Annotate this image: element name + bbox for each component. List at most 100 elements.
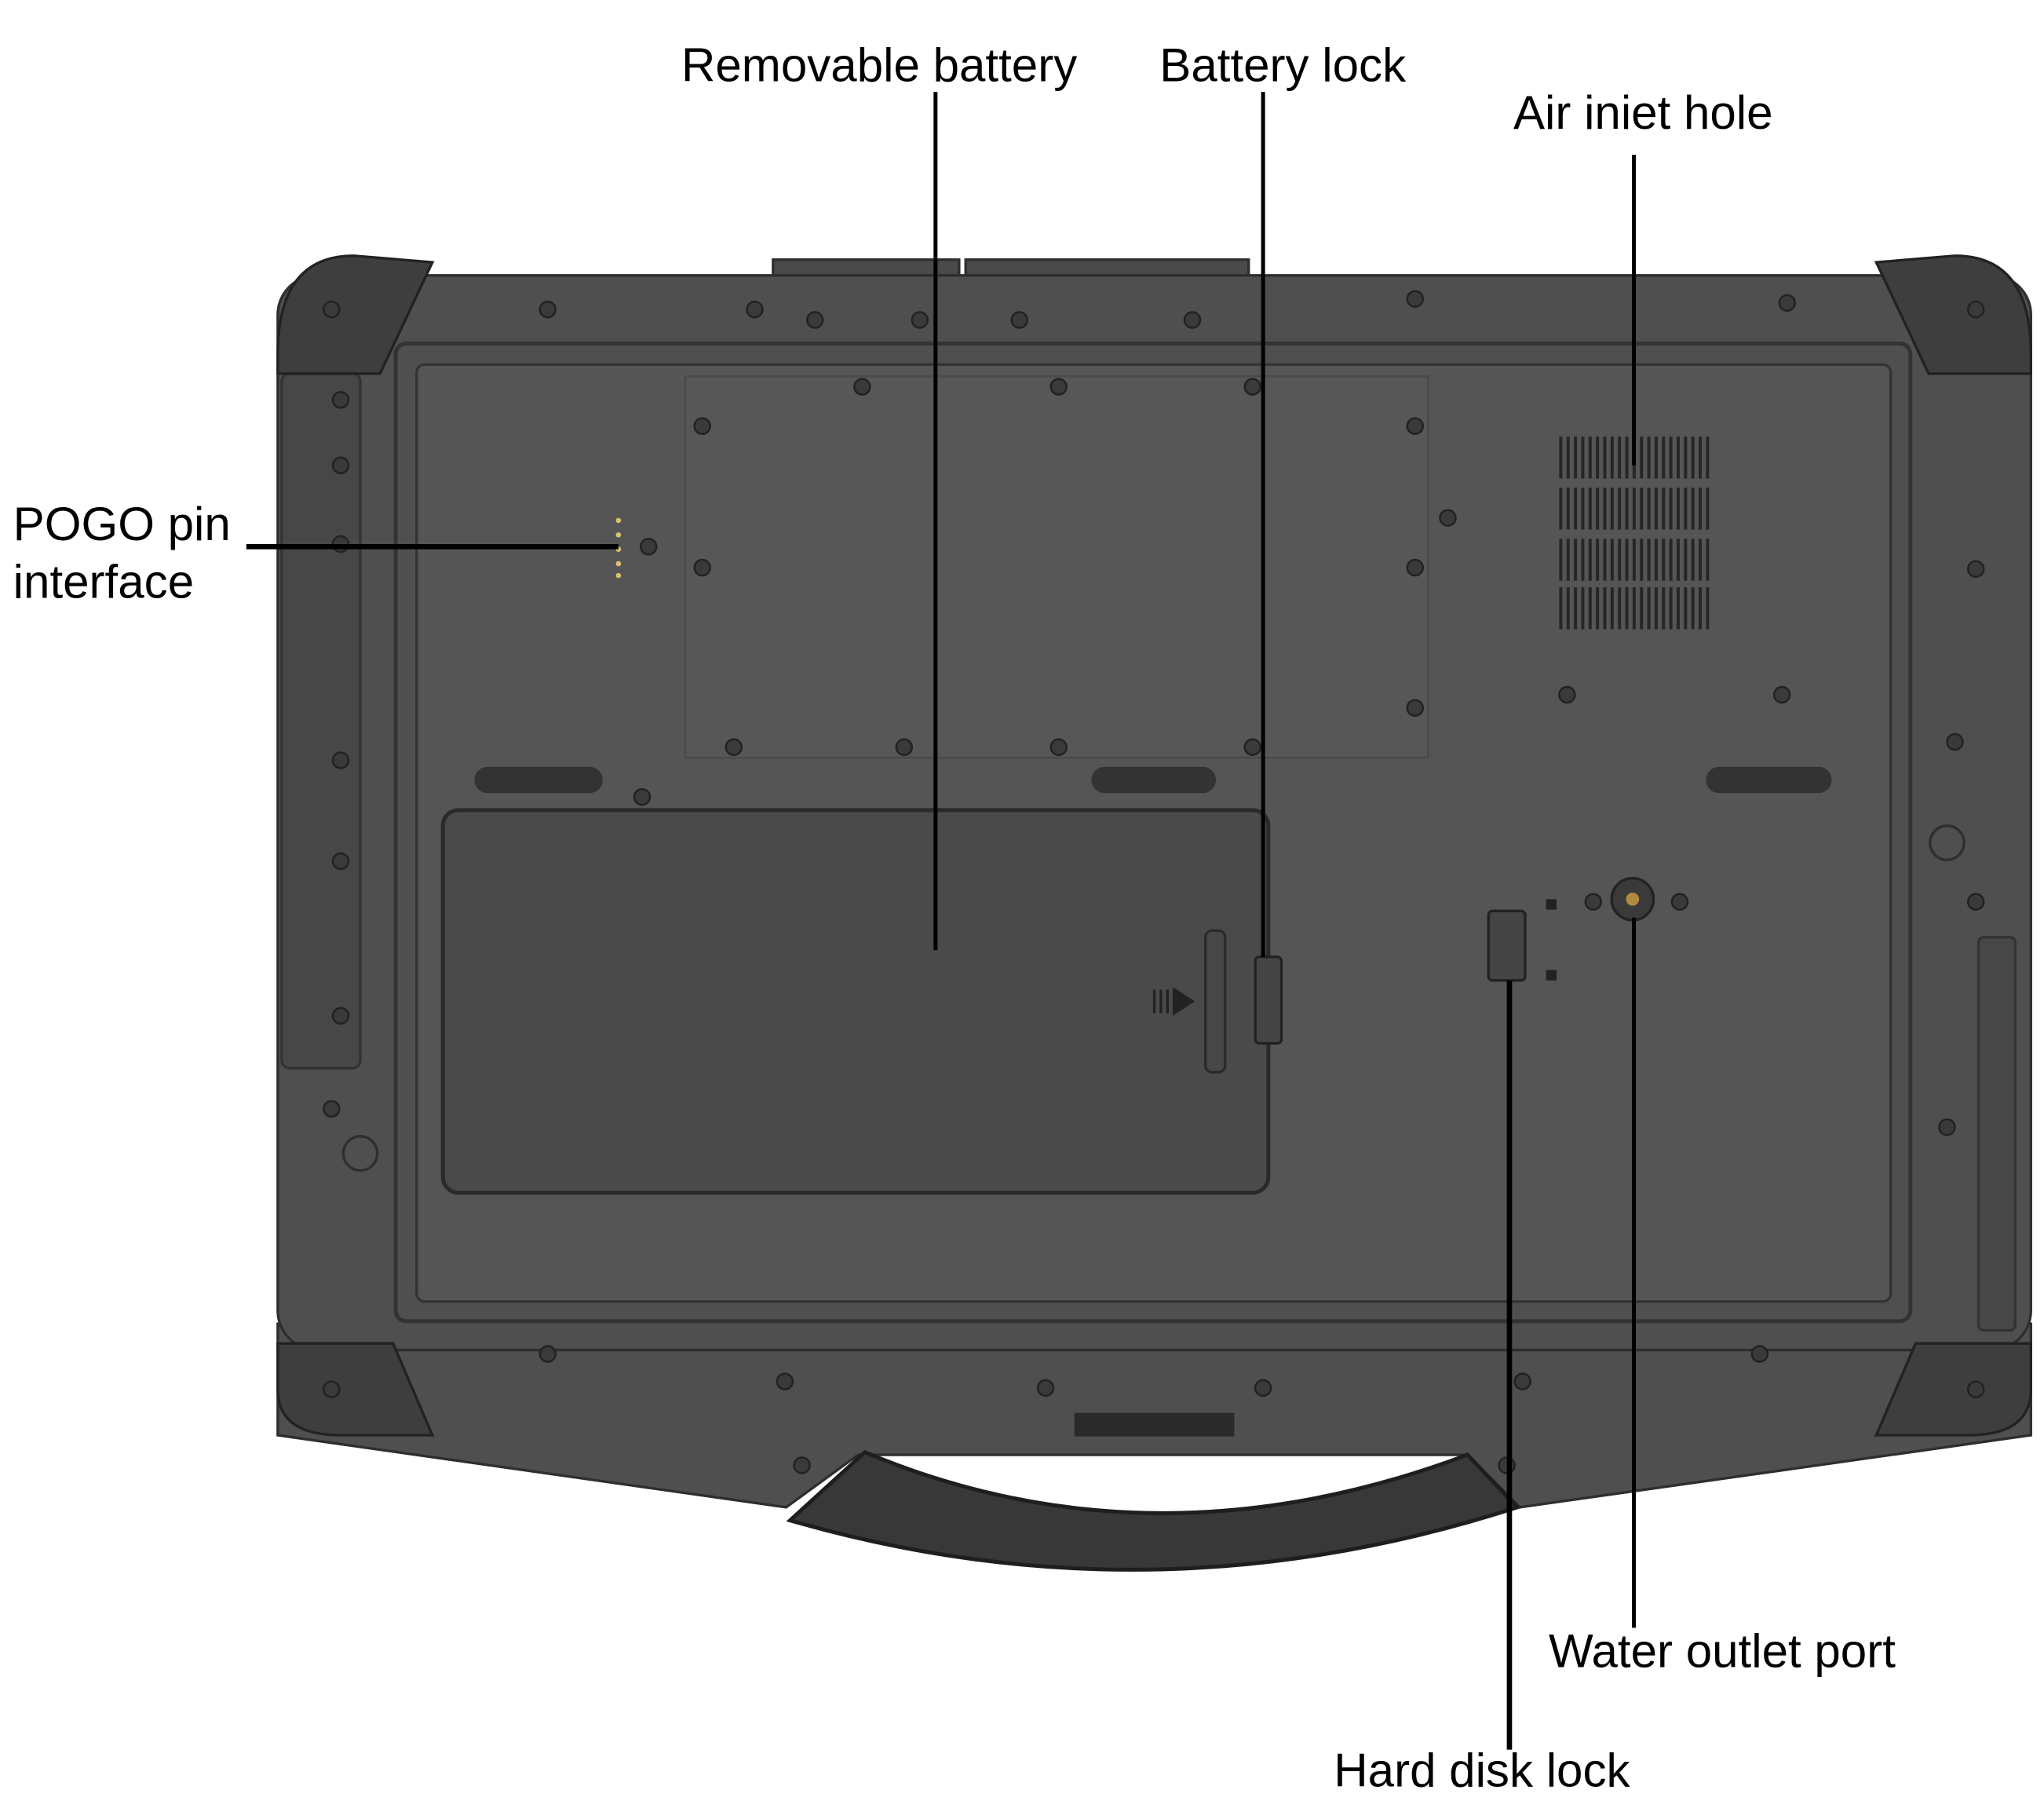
vent-slot: [1698, 539, 1702, 581]
label-pogo-interface: interface: [13, 555, 194, 608]
vent-slot: [1662, 587, 1666, 630]
vent-slot: [1662, 437, 1666, 479]
vent-slot: [1566, 437, 1570, 479]
rubber-foot: [1706, 766, 1832, 794]
rubber-foot: [474, 766, 603, 794]
screw-icon: [911, 311, 929, 329]
vent-slot: [1581, 488, 1585, 530]
label-battery-lock: Battery lock: [1159, 39, 1407, 92]
screw-icon: [1254, 1379, 1272, 1397]
vent-slot: [1706, 539, 1710, 581]
left-side-strip: [280, 372, 362, 1070]
vent-slot: [1640, 488, 1644, 530]
vent-slot: [1706, 488, 1710, 530]
vent-slot: [1684, 488, 1688, 530]
frame-line: [393, 342, 1913, 1324]
battery-latch: [1204, 929, 1227, 1074]
vent-slot: [1588, 488, 1592, 530]
round-port: [1929, 824, 1966, 861]
hard-disk-lock: [1487, 909, 1527, 982]
vent-slot: [1588, 437, 1592, 479]
vent-slot: [1566, 539, 1570, 581]
laptop-body: [276, 254, 2032, 1572]
vent-slot: [1691, 587, 1695, 630]
service-panel: [684, 375, 1429, 759]
screw-icon: [1670, 893, 1689, 911]
vent-slot: [1684, 539, 1688, 581]
vent-slot: [1625, 488, 1629, 530]
screw-icon: [323, 300, 341, 319]
vent-slot: [1654, 539, 1658, 581]
vent-slot: [1662, 488, 1666, 530]
vent-slot: [1669, 488, 1673, 530]
vent-slot: [1596, 539, 1600, 581]
screw-icon: [1439, 509, 1457, 527]
vent-slot: [1676, 488, 1680, 530]
vent-slot: [1581, 539, 1585, 581]
vent-slot: [1676, 437, 1680, 479]
vent-slot: [1574, 437, 1578, 479]
vent-slot: [1691, 488, 1695, 530]
label-removable-battery: Removable battery: [681, 39, 1077, 92]
screw-icon: [793, 1456, 811, 1474]
vent-slot: [1632, 488, 1636, 530]
screw-icon: [1966, 560, 1985, 578]
vent-slot: [1588, 539, 1592, 581]
handle-hinge: [1074, 1412, 1235, 1437]
screw-icon: [725, 738, 743, 756]
vent-slot: [1566, 587, 1570, 630]
vent-slot: [1618, 539, 1622, 581]
vent-slot: [1647, 539, 1651, 581]
vent-slot: [1610, 437, 1614, 479]
vent-slot: [1625, 539, 1629, 581]
screw-icon: [1243, 378, 1262, 396]
vent-slot: [1581, 587, 1585, 630]
vent-slot: [1610, 539, 1614, 581]
screw-icon: [1049, 738, 1068, 756]
screw-icon: [1406, 290, 1425, 309]
vent-slot: [1566, 488, 1570, 530]
battery-lock: [1254, 955, 1283, 1045]
screw-icon: [776, 1372, 794, 1390]
vent-slot: [1625, 587, 1629, 630]
vent-slot: [1603, 539, 1607, 581]
vent-slot: [1603, 488, 1607, 530]
vent-slot: [1559, 488, 1563, 530]
vent-slot: [1618, 488, 1622, 530]
screw-icon: [323, 1100, 341, 1118]
screw-icon: [1938, 1118, 1956, 1137]
vent-slot: [1559, 437, 1563, 479]
vent-slot: [1574, 587, 1578, 630]
vent-slot: [1603, 587, 1607, 630]
vent-slot: [1625, 437, 1629, 479]
label-water-outlet-port: Water outlet port: [1549, 1625, 1896, 1678]
carry-handle: [786, 1449, 1521, 1572]
vent-slot: [1640, 437, 1644, 479]
screw-icon: [1010, 311, 1028, 329]
vent-slot: [1581, 437, 1585, 479]
screw-icon: [895, 738, 914, 756]
vent-slot: [1632, 539, 1636, 581]
vent-slot: [1618, 437, 1622, 479]
vent-slot: [1698, 437, 1702, 479]
screw-icon: [1406, 558, 1425, 577]
vent-slot: [1603, 437, 1607, 479]
vent-slot: [1559, 539, 1563, 581]
corner-bumper-tl: [276, 254, 435, 375]
screw-icon: [1966, 1380, 1985, 1398]
screw-icon: [331, 852, 350, 871]
screw-icon: [1406, 417, 1425, 436]
screw-icon: [538, 1345, 557, 1363]
water-port-core: [1626, 892, 1640, 906]
vent-slot: [1618, 587, 1622, 630]
vent-slot: [1706, 437, 1710, 479]
vent-slot: [1691, 437, 1695, 479]
rubber-foot: [1091, 766, 1217, 794]
vent-slot: [1684, 587, 1688, 630]
round-port: [341, 1134, 379, 1172]
vent-slot: [1654, 437, 1658, 479]
screw-icon: [538, 300, 557, 319]
screw-icon: [1584, 893, 1603, 911]
screw-icon: [633, 787, 652, 806]
